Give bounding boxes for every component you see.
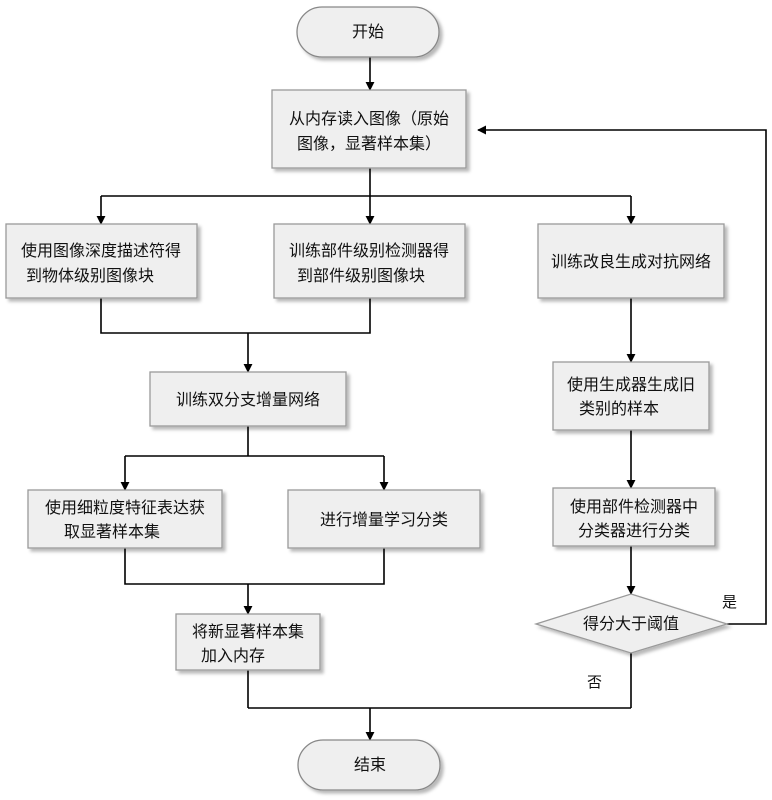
depth-descriptor-line-1: 使用图像深度描述符得	[21, 241, 181, 260]
part-detector-box	[273, 223, 466, 299]
node-threshold: 得分大于阈值	[533, 593, 730, 654]
train-gan-box	[537, 223, 725, 299]
node-fine-grained: 使用细粒度特征表达获 取显著样本集	[27, 489, 223, 549]
fine-grained-line-2: 取显著样本集	[64, 522, 160, 541]
end-label: 结束	[354, 755, 386, 774]
incremental-box	[287, 489, 481, 549]
add-memory-box	[175, 613, 321, 671]
incremental-label: 进行增量学习分类	[320, 510, 448, 529]
generate-old-box	[552, 361, 710, 431]
node-read-memory: 从内存读入图像（原始 图像，显著样本集）	[271, 89, 467, 169]
node-dual-branch: 训练双分支增量网络	[149, 371, 347, 427]
edges	[96, 57, 767, 741]
fine-grained-box	[27, 489, 223, 549]
fine-grained-line-1: 使用细粒度特征表达获	[45, 498, 205, 517]
threshold-label: 得分大于阈值	[583, 614, 679, 633]
node-depth-descriptor: 使用图像深度描述符得 到物体级别图像块	[5, 223, 198, 299]
node-part-detector: 训练部件级别检测器得 到部件级别图像块	[273, 223, 466, 299]
dual-branch-label: 训练双分支增量网络	[176, 390, 320, 409]
edge-yes-loop	[477, 125, 767, 625]
read-memory-box	[271, 89, 467, 169]
classify-line-2: 分类器进行分类	[578, 521, 690, 540]
part-detector-line-2: 到部件级别图像块	[297, 266, 425, 285]
classify-box	[552, 487, 716, 547]
node-classify: 使用部件检测器中 分类器进行分类	[552, 487, 716, 547]
read-memory-line-1: 从内存读入图像（原始	[289, 109, 449, 128]
depth-descriptor-box	[5, 223, 198, 299]
end-shape	[297, 739, 441, 791]
dual-branch-box	[149, 371, 347, 427]
node-add-memory: 将新显著样本集 加入内存	[175, 613, 321, 671]
threshold-diamond	[533, 593, 730, 654]
start-shape	[296, 6, 440, 58]
add-memory-line-1: 将新显著样本集	[192, 622, 304, 641]
classify-line-1: 使用部件检测器中	[570, 497, 698, 516]
no-label: 否	[587, 673, 602, 691]
node-start: 开始	[296, 6, 440, 58]
add-memory-line-2: 加入内存	[201, 646, 265, 665]
part-detector-line-1: 训练部件级别检测器得	[289, 241, 449, 260]
generate-old-line-2: 类别的样本	[579, 399, 659, 418]
read-memory-line-2: 图像，显著样本集）	[297, 134, 441, 153]
node-incremental: 进行增量学习分类	[287, 489, 481, 549]
train-gan-label: 训练改良生成对抗网络	[551, 252, 711, 271]
edge-fine-merge	[124, 548, 385, 585]
edge-depth-merge	[100, 298, 371, 334]
node-train-gan: 训练改良生成对抗网络	[537, 223, 725, 299]
generate-old-line-1: 使用生成器生成旧	[567, 375, 695, 394]
node-generate-old: 使用生成器生成旧 类别的样本	[552, 361, 710, 431]
start-label: 开始	[352, 22, 384, 41]
depth-descriptor-line-2: 到物体级别图像块	[26, 266, 154, 285]
yes-label: 是	[722, 593, 737, 611]
node-end: 结束	[297, 739, 441, 791]
